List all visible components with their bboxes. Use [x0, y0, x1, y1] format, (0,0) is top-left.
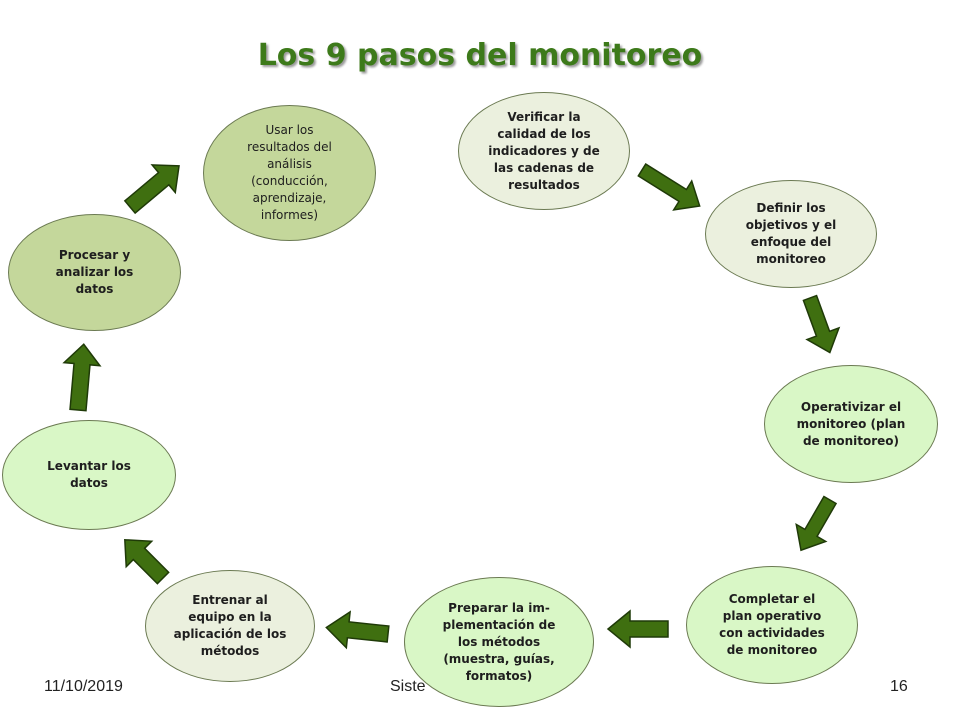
- step-3-operationalize: Operativizar el monitoreo (plan de monit…: [764, 365, 938, 483]
- step-label: Levantar los datos: [47, 459, 131, 490]
- arrow-1-to-2: [637, 163, 701, 211]
- step-label: Entrenar al equipo en la aplicación de l…: [173, 593, 287, 658]
- slide-title: Los 9 pasos del monitoreo: [257, 38, 703, 73]
- step-1-verify-quality: Verificar la calidad de los indicadores …: [458, 92, 630, 210]
- step-2-define-objectives: Definir los objetivos y el enfoque del m…: [705, 180, 877, 288]
- step-label: Procesar y analizar los datos: [55, 248, 134, 296]
- step-5-prepare-implementation: Preparar la im- plementación de los méto…: [404, 577, 594, 707]
- footer-center-text: Siste: [390, 678, 426, 695]
- step-label: Definir los objetivos y el enfoque del m…: [745, 201, 837, 266]
- footer-date: 11/10/2019: [44, 678, 123, 695]
- arrow-5-to-6: [325, 610, 390, 650]
- arrow-2-to-3: [802, 294, 841, 354]
- step-label: Completar el plan operativo con activida…: [719, 592, 825, 657]
- arrow-7-to-8: [62, 343, 102, 412]
- step-label: Preparar la im- plementación de los méto…: [442, 600, 556, 683]
- step-7-collect-data: Levantar los datos: [2, 420, 176, 530]
- step-label: Operativizar el monitoreo (plan de monit…: [796, 399, 906, 448]
- step-4-complete-plan: Completar el plan operativo con activida…: [686, 566, 858, 684]
- arrow-8-to-9: [123, 164, 180, 215]
- footer-page-number: 16: [890, 678, 908, 695]
- step-6-train-team: Entrenar al equipo en la aplicación de l…: [145, 570, 315, 682]
- step-8-process-analyze: Procesar y analizar los datos: [8, 214, 181, 331]
- step-label: Usar los resultados del análisis (conduc…: [247, 123, 332, 222]
- arrow-4-to-5: [606, 609, 669, 649]
- arrow-3-to-4: [795, 495, 838, 552]
- arrow-6-to-7: [124, 539, 170, 585]
- step-label: Verificar la calidad de los indicadores …: [488, 109, 600, 192]
- step-9-use-results: Usar los resultados del análisis (conduc…: [203, 105, 376, 241]
